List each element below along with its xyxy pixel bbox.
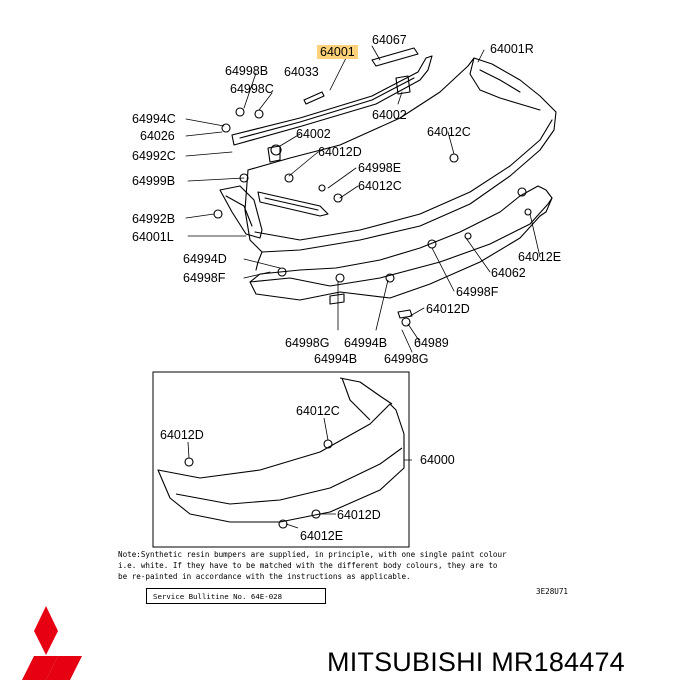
callout-64992c: 64992C: [132, 149, 176, 163]
service-bulletin-box: Service Bullitine No. 64E-028: [146, 588, 326, 604]
inset-frame: [152, 371, 410, 548]
callout-64001r: 64001R: [490, 42, 534, 56]
callout-64012c-b: 64012C: [358, 179, 402, 193]
note-line-2: i.e. white. If they have to be matched w…: [118, 561, 498, 570]
callout-64012c-c: 64012C: [296, 404, 340, 418]
note-line-3: be re-painted in accordance with the ins…: [118, 572, 411, 581]
callout-64026: 64026: [140, 129, 175, 143]
callout-64002: 64002: [372, 108, 407, 122]
callout-64067: 64067: [372, 33, 407, 47]
left-side-bracket: [219, 185, 263, 239]
trim-piece: [371, 47, 419, 67]
callout-64998f-b: 64998F: [456, 285, 499, 299]
callout-64012d-c: 64012D: [160, 428, 204, 442]
callout-64994c: 64994C: [132, 112, 176, 126]
callout-64012d: 64012D: [318, 145, 362, 159]
diagram-reference-code: 3E28U71: [536, 587, 569, 596]
callout-64033: 64033: [284, 65, 319, 79]
callout-64000: 64000: [420, 453, 455, 467]
callout-64002-b: 64002: [296, 127, 331, 141]
callout-64012c: 64012C: [427, 125, 471, 139]
callout-64992b: 64992B: [132, 212, 176, 226]
inset-bumper-assembly: [157, 403, 405, 523]
callout-64998c: 64998C: [230, 82, 274, 96]
callout-64998g: 64998G: [285, 336, 330, 350]
callout-64994b-b: 64994B: [314, 352, 358, 366]
callout-64012e-b: 64012E: [300, 529, 344, 543]
rear-bumper-cover: [244, 57, 557, 253]
callout-64998g-b: 64998G: [384, 352, 429, 366]
callout-64998b: 64998B: [225, 64, 269, 78]
callout-64062: 64062: [491, 266, 526, 280]
upper-retainer-strip: [231, 55, 433, 146]
callout-64012e: 64012E: [518, 250, 562, 264]
callout-64012d-b: 64012D: [426, 302, 470, 316]
callout-64001: 64001: [317, 45, 358, 59]
note-line-1: Note:Synthetic resin bumpers are supplie…: [118, 550, 507, 559]
callout-64998f: 64998F: [183, 271, 226, 285]
callout-64998e: 64998E: [358, 161, 402, 175]
callout-64999b: 64999B: [132, 174, 176, 188]
lower-valance: [249, 185, 553, 287]
brand-part-number-caption: MITSUBISHI MR184474: [327, 647, 625, 677]
callout-64989: 64989: [414, 336, 449, 350]
callout-64994d: 64994D: [183, 252, 227, 266]
callout-64994b: 64994B: [344, 336, 388, 350]
callout-64012d-d: 64012D: [337, 508, 381, 522]
callout-64001l: 64001L: [132, 230, 174, 244]
